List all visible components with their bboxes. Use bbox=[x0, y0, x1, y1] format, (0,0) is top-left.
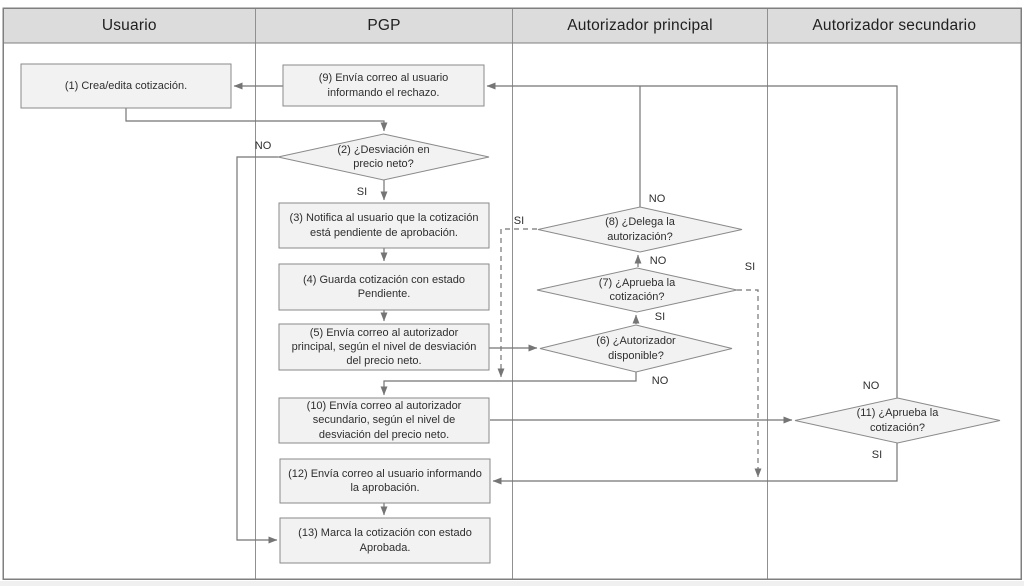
node-shape-12 bbox=[279, 458, 491, 504]
node-7: (7) ¿Aprueba la cotización? bbox=[598, 276, 676, 303]
flow-label-si-11: SI bbox=[871, 449, 883, 461]
flow-label-no-6: NO bbox=[651, 375, 669, 387]
flow-label-si-6: SI bbox=[654, 311, 666, 323]
node-shape-10 bbox=[278, 397, 490, 444]
page-bottom-strip bbox=[0, 581, 1024, 586]
node-shape-5 bbox=[278, 323, 490, 371]
node-1: (1) Crea/edita cotización. bbox=[64, 79, 188, 92]
edge-1-to-2 bbox=[125, 108, 388, 132]
flow-label-no-8: NO bbox=[648, 193, 666, 205]
node-shape-2 bbox=[277, 133, 490, 181]
node-shape-6 bbox=[539, 324, 733, 373]
node-4: (4) Guarda cotización con estado Pendien… bbox=[302, 273, 466, 300]
edge-11-to-9-no bbox=[486, 82, 898, 398]
node-shape-11 bbox=[794, 397, 1001, 444]
node-shape-9 bbox=[282, 64, 485, 107]
node-shape-3 bbox=[278, 202, 490, 249]
edge-7-si-approve bbox=[737, 289, 762, 478]
diagram-outer-border bbox=[2, 7, 1022, 580]
node-shape-7 bbox=[536, 267, 738, 313]
node-8: (8) ¿Delega la autorización? bbox=[605, 216, 675, 243]
lane-title-2: Autorizador principal bbox=[567, 16, 713, 34]
node-shape-8 bbox=[537, 206, 743, 253]
node-13: (13) Marca la cotización con estado Apro… bbox=[298, 527, 472, 554]
flow-label-no-7: NO bbox=[649, 255, 667, 267]
node-shape-1 bbox=[20, 63, 232, 109]
node-11: (11) ¿Aprueba la cotización? bbox=[856, 407, 939, 434]
flow-label-si-8: SI bbox=[513, 215, 525, 227]
flow-label-si-2: SI bbox=[356, 186, 368, 198]
lane-title-0: Usuario bbox=[101, 16, 157, 34]
node-2: (2) ¿Desviación en precio neto? bbox=[337, 143, 430, 170]
flow-label-si-7: SI bbox=[744, 261, 756, 273]
flow-label-no-2: NO bbox=[254, 140, 272, 152]
lane-title-3: Autorizador secundario bbox=[812, 16, 977, 34]
node-12: (12) Envía correo al usuario informando … bbox=[288, 467, 482, 494]
node-9: (9) Envía correo al usuario informando e… bbox=[318, 72, 449, 99]
edge-2-to-13-no bbox=[236, 156, 278, 544]
node-5: (5) Envía correo al autorizador principa… bbox=[291, 326, 477, 368]
edge-11-to-12-si bbox=[492, 443, 898, 485]
edge-6-to-10-no bbox=[380, 372, 637, 396]
node-10: (10) Envía correo al autorizador secunda… bbox=[306, 400, 462, 441]
lane-title-1: PGP bbox=[367, 16, 401, 34]
node-shape-4 bbox=[278, 263, 490, 311]
node-6: (6) ¿Autorizador disponible? bbox=[596, 335, 676, 362]
edge-8-si-delegate bbox=[497, 228, 537, 378]
node-shape-13 bbox=[279, 517, 491, 564]
flow-label-no-11: NO bbox=[862, 380, 880, 392]
node-3: (3) Notifica al usuario que la cotizació… bbox=[289, 212, 479, 239]
